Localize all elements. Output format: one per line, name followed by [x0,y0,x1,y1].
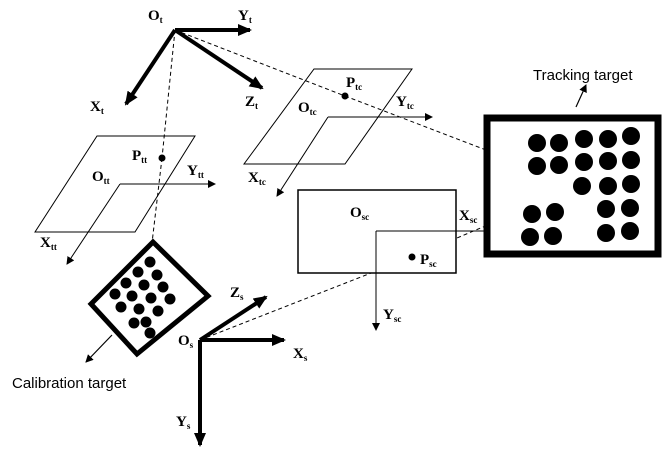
scanner-z-axis [198,295,268,342]
tracking-target: Tracking target [483,67,662,258]
ray-ptt-to-calibration [151,157,163,244]
plane-tc-x-axis [276,116,329,197]
tracking-dot [544,227,562,245]
tracking-dot [621,222,639,240]
tracker-y-label: Yt [238,8,252,25]
tracking-dot [622,127,640,145]
calibration-target: Calibration target [12,238,212,392]
tracking-dot [622,151,640,169]
tracking-dot [597,200,615,218]
plane-sc-y-label: Ysc [383,307,401,324]
calibration-dot [115,301,127,313]
calibration-dot [128,317,140,329]
calibration-dot [126,290,138,302]
plane-sc-origin-label: Osc [350,205,369,222]
plane-tc-y-label: Ytc [396,94,414,111]
plane-tc-origin-label: Otc [298,100,317,117]
calibration-dot [120,277,132,289]
plane-sc-point-label: Psc [420,252,437,269]
scanner-y-label: Ys [176,414,191,431]
tracker-z-axis [173,28,264,90]
tracker-x-axis [124,28,177,106]
calibration-target-caption: Calibration target [12,375,127,392]
calibration-dot [138,279,150,291]
tracking-target-caption: Tracking target [533,67,633,84]
plane-tc-point-label: Ptc [346,75,362,92]
calibration-dot [132,266,144,278]
tracking-dot [599,177,617,195]
tracker-frame: Ot Yt Xt Zt [90,8,264,116]
tracking-dot [622,175,640,193]
calibration-dot [157,281,169,293]
calibration-dot [145,292,157,304]
ray-ot-to-ptt [161,29,176,159]
scanner-z-label: Zs [230,285,244,302]
tracking-dot [550,134,568,152]
plane-tt-origin-label: Ott [92,169,110,186]
calibration-dot [151,269,163,281]
tracking-dot [575,130,593,148]
tracker-origin-label: Ot [148,8,163,25]
tracker-x-label: Xt [90,99,104,116]
tracker-z-label: Zt [245,94,258,111]
tracking-dot [599,130,617,148]
calibration-dots [109,256,176,339]
plane-tc-outline [243,68,413,165]
plane-tc: Ptc Otc Ytc Xtc [243,68,433,197]
tracking-dot [550,156,568,174]
plane-sc-point [408,253,416,261]
calibration-caption-arrow [85,334,113,363]
plane-tt: Ptt Ott Ytt Xtt [34,135,216,265]
calibration-dot [109,288,121,300]
plane-tt-point [158,154,166,162]
scanner-frame: Os Zs Xs Ys [176,285,308,447]
plane-sc: Osc Xsc Psc Ysc [297,189,498,331]
plane-sc-x-label: Xsc [459,208,477,225]
calibration-dot [144,327,156,339]
tracking-dot [573,177,591,195]
plane-tt-y-label: Ytt [187,163,204,180]
ray-ot-to-ptc [174,29,346,97]
tracking-dot [621,199,639,217]
tracking-dot [597,224,615,242]
plane-tt-point-label: Ptt [132,148,147,165]
tracking-dot [528,157,546,175]
calibration-dot [164,293,176,305]
calibration-dot [133,303,145,315]
tracking-dot [575,153,593,171]
calibration-dot [152,305,164,317]
tracking-dot [599,152,617,170]
plane-tt-x-label: Xtt [40,235,57,252]
calibration-dot [140,316,152,328]
plane-tt-x-axis [66,183,121,265]
calibration-dot [144,256,156,268]
scanner-origin-label: Os [178,333,194,350]
plane-tc-x-label: Xtc [248,170,266,187]
plane-tt-outline [34,135,196,233]
tracking-caption-arrow [575,84,587,108]
plane-tc-point [341,92,349,100]
tracking-dot [528,134,546,152]
tracking-dot [546,203,564,221]
tracking-dots [521,127,640,246]
scanner-x-label: Xs [293,346,308,363]
tracking-dot [523,205,541,223]
tracking-dot [521,228,539,246]
